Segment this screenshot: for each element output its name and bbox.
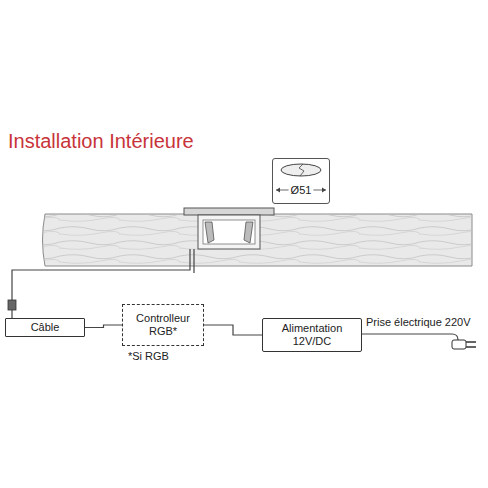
controller-box: Controlleur RGB* [122,304,204,346]
cable-box: Câble [5,318,85,337]
footnote-label: *Si RGB [128,350,169,363]
spot-light [184,208,274,249]
node-text: Câble [31,321,60,334]
node-text: Alimentation 12V/DC [272,322,352,347]
light-cable [12,249,194,300]
wire [204,325,262,335]
wire [85,325,122,328]
hole-symbol [273,159,329,203]
power-supply-box: Alimentation 12V/DC [262,318,362,352]
node-text: Controlleur RGB* [130,312,196,337]
wood-plank [43,214,473,266]
cable-connector [8,300,16,318]
node-text: Ø51 [291,184,312,197]
diagram-title: Installation Intérieure [8,130,194,153]
dimension-box: Ø51 [272,158,330,204]
mains-label: Prise électrique 220V [366,316,471,329]
